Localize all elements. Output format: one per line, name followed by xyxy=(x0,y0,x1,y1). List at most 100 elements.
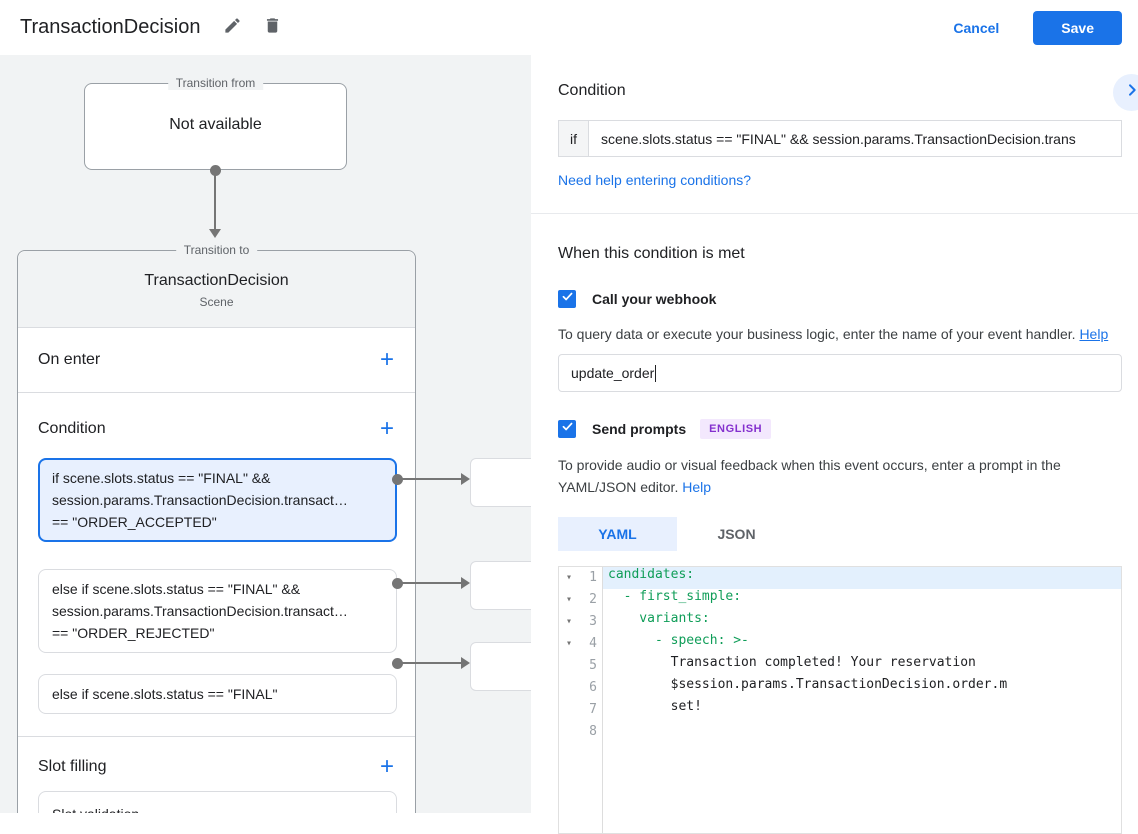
code-line: - first_simple: xyxy=(603,589,1121,611)
pencil-icon xyxy=(223,16,242,40)
transition-to-legend: Transition to xyxy=(176,243,258,257)
trash-icon xyxy=(263,16,282,40)
on-enter-label: On enter xyxy=(38,351,100,369)
line-number: 2 xyxy=(579,589,597,611)
condition-card-list: if scene.slots.status == "FINAL" && sess… xyxy=(18,458,415,714)
target-scene-box[interactable] xyxy=(470,642,531,691)
checkmark-icon xyxy=(561,290,574,308)
scene-card-header: TransactionDecision Scene xyxy=(18,251,415,328)
panel-divider xyxy=(531,213,1138,214)
top-bar: TransactionDecision Cancel Save xyxy=(0,0,1138,55)
save-button[interactable]: Save xyxy=(1033,11,1122,45)
if-prefix-label: if xyxy=(558,120,589,157)
condition-text-line: if scene.slots.status == "FINAL" && xyxy=(52,467,383,489)
cancel-button[interactable]: Cancel xyxy=(935,12,1017,44)
transition-from-value: Not available xyxy=(85,116,346,134)
transition-to-card: Transition to TransactionDecision Scene … xyxy=(17,250,416,813)
slot-validation-label: Slot validation xyxy=(52,806,139,813)
send-prompts-checkbox[interactable] xyxy=(558,420,576,438)
add-on-enter-button[interactable]: + xyxy=(373,346,401,374)
code-line: variants: xyxy=(603,611,1121,633)
condition-card[interactable]: else if scene.slots.status == "FINAL" xyxy=(38,674,397,714)
webhook-description: To query data or execute your business l… xyxy=(558,323,1110,345)
webhook-label: Call your webhook xyxy=(592,291,716,307)
target-scene-box[interactable] xyxy=(470,561,531,610)
checkmark-icon xyxy=(561,420,574,438)
condition-expression-row: if scene.slots.status == "FINAL" && sess… xyxy=(558,120,1122,157)
slot-filling-header: Slot filling + xyxy=(18,737,415,787)
line-number: 6 xyxy=(579,677,597,699)
yaml-code-editor[interactable]: ▾ ▾ ▾ ▾ 1 2 3 4 5 6 7 8 candidates: - fi… xyxy=(558,566,1122,834)
code-line: Transaction completed! Your reservation xyxy=(603,655,1121,677)
page-title: TransactionDecision xyxy=(20,16,200,39)
editor-code-area[interactable]: candidates: - first_simple: variants: - … xyxy=(603,567,1121,833)
connector-line xyxy=(400,662,462,664)
line-number: 5 xyxy=(579,655,597,677)
scene-diagram-canvas: Transition from Not available Transition… xyxy=(0,55,531,813)
transition-from-legend: Transition from xyxy=(168,76,264,90)
fold-arrow-icon[interactable]: ▾ xyxy=(559,589,579,611)
condition-text-line: session.params.TransactionDecision.trans… xyxy=(52,600,383,622)
condition-card-selected[interactable]: if scene.slots.status == "FINAL" && sess… xyxy=(38,458,397,542)
tab-json[interactable]: JSON xyxy=(677,517,796,551)
arrow-down-icon xyxy=(209,229,221,238)
add-condition-button[interactable]: + xyxy=(373,415,401,443)
target-scene-box[interactable] xyxy=(470,458,531,507)
fold-arrow-icon[interactable]: ▾ xyxy=(559,633,579,655)
editor-fold-gutter: ▾ ▾ ▾ ▾ xyxy=(559,567,579,833)
code-line: set! xyxy=(603,699,1121,721)
code-line: - speech: >- xyxy=(603,633,1121,655)
editor-line-numbers: 1 2 3 4 5 6 7 8 xyxy=(579,567,603,833)
scene-type-label: Scene xyxy=(18,295,415,309)
condition-section-header: Condition + xyxy=(18,393,415,458)
webhook-help-link[interactable]: Help xyxy=(1079,326,1108,342)
arrow-right-icon xyxy=(461,473,470,485)
arrow-right-icon xyxy=(461,577,470,589)
text-caret xyxy=(655,365,656,382)
delete-button[interactable] xyxy=(252,8,292,48)
condition-text-line: session.params.TransactionDecision.trans… xyxy=(52,489,383,511)
condition-text-line: == "ORDER_ACCEPTED" xyxy=(52,511,383,533)
condition-card[interactable]: else if scene.slots.status == "FINAL" &&… xyxy=(38,569,397,653)
panel-title: Condition xyxy=(558,82,1122,100)
condition-expression-input[interactable]: scene.slots.status == "FINAL" && session… xyxy=(589,120,1122,157)
edit-button[interactable] xyxy=(212,8,252,48)
tab-yaml[interactable]: YAML xyxy=(558,517,677,551)
connector-line xyxy=(214,170,216,230)
code-line: $session.params.TransactionDecision.orde… xyxy=(603,677,1121,699)
line-number: 8 xyxy=(579,721,597,743)
editor-format-tabs: YAML JSON xyxy=(558,517,1122,551)
code-line xyxy=(603,721,1121,743)
connector-line xyxy=(400,582,462,584)
fold-arrow-icon[interactable]: ▾ xyxy=(559,611,579,633)
slot-filling-label: Slot filling xyxy=(38,758,106,776)
line-number: 3 xyxy=(579,611,597,633)
add-slot-button[interactable]: + xyxy=(373,753,401,781)
chevron-right-icon xyxy=(1124,82,1138,103)
condition-text-line: == "ORDER_REJECTED" xyxy=(52,622,383,644)
collapse-panel-button[interactable] xyxy=(1113,74,1138,111)
conditions-help-link[interactable]: Need help entering conditions? xyxy=(558,172,751,188)
webhook-handler-value: update_order xyxy=(571,365,654,381)
webhook-handler-input[interactable]: update_order xyxy=(558,354,1122,392)
line-number: 7 xyxy=(579,699,597,721)
prompts-help-link[interactable]: Help xyxy=(682,479,711,495)
prompts-description: To provide audio or visual feedback when… xyxy=(558,454,1110,498)
slot-validation-card[interactable]: Slot validation xyxy=(38,791,397,813)
send-prompts-label: Send prompts xyxy=(592,421,686,437)
condition-text-line: else if scene.slots.status == "FINAL" && xyxy=(52,578,383,600)
connector-line xyxy=(400,478,462,480)
arrow-right-icon xyxy=(461,657,470,669)
fold-arrow-icon[interactable]: ▾ xyxy=(559,567,579,589)
on-enter-row: On enter + xyxy=(18,328,415,393)
condition-section-label: Condition xyxy=(38,420,106,438)
transition-from-box: Transition from Not available xyxy=(84,83,347,170)
code-line: candidates: xyxy=(603,567,1121,589)
condition-editor-panel: Condition if scene.slots.status == "FINA… xyxy=(531,55,1138,813)
condition-text-line: else if scene.slots.status == "FINAL" xyxy=(52,683,383,705)
prompts-description-text: To provide audio or visual feedback when… xyxy=(558,457,1061,495)
webhook-description-text: To query data or execute your business l… xyxy=(558,326,1079,342)
webhook-checkbox[interactable] xyxy=(558,290,576,308)
line-number: 4 xyxy=(579,633,597,655)
line-number: 1 xyxy=(579,567,597,589)
